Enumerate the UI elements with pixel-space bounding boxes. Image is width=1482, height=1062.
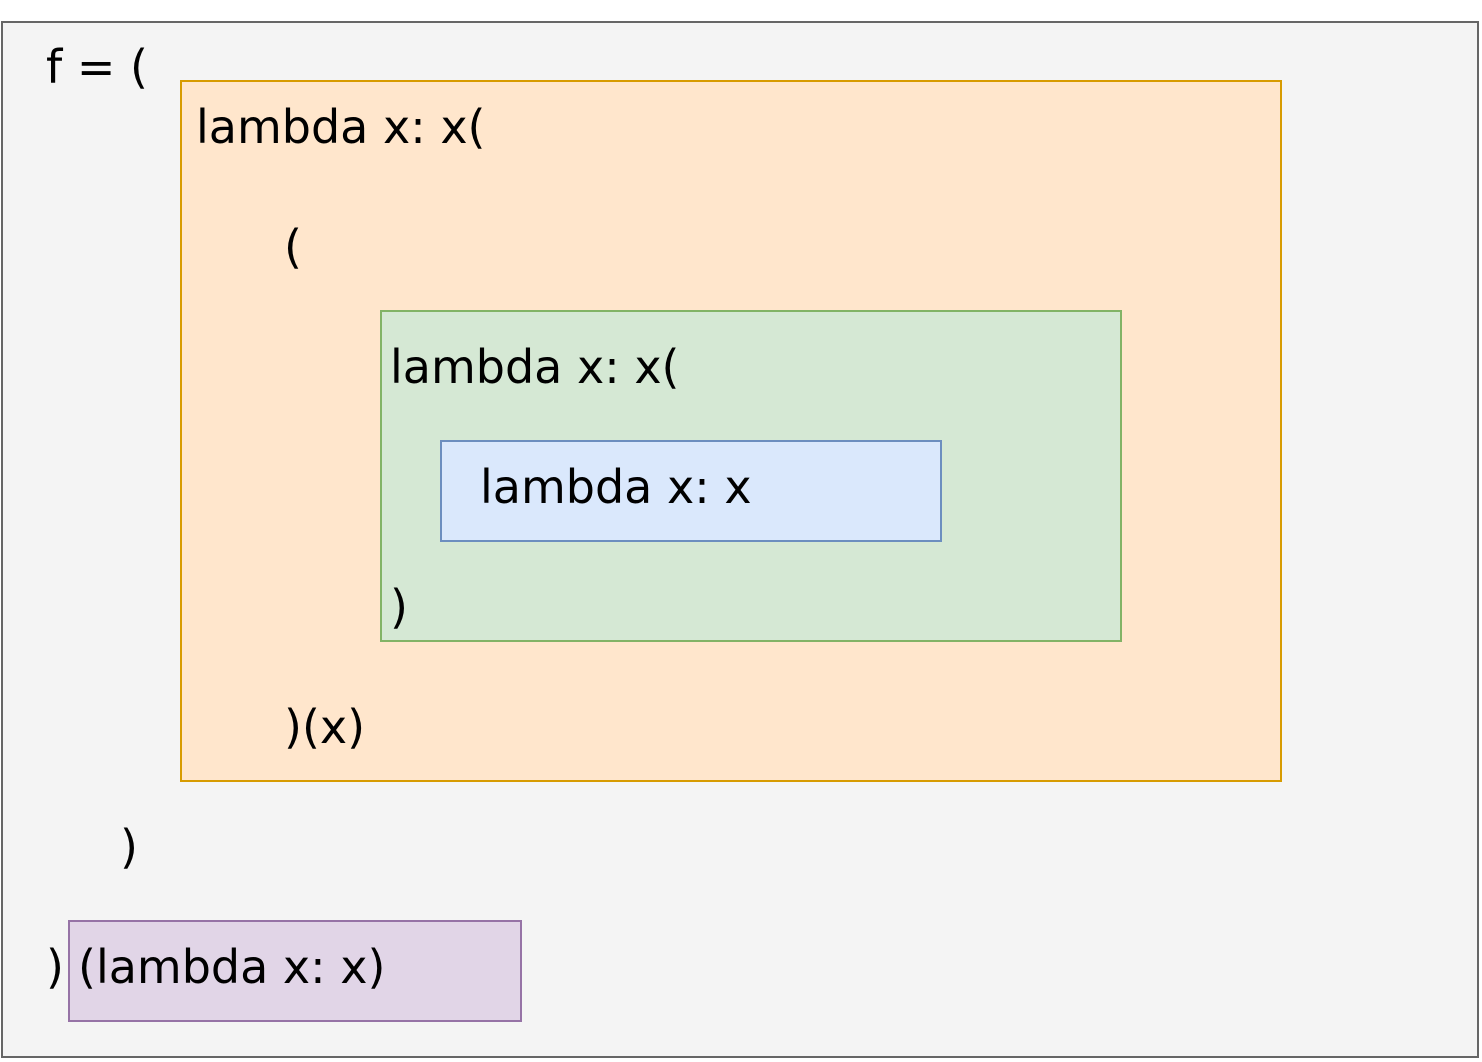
middle-close-paren-text: ) <box>390 580 408 634</box>
outer-lambda-text: lambda x: x( <box>196 100 486 154</box>
outer-apply-text: )(x) <box>284 700 366 754</box>
inner-lambda-text: lambda x: x <box>480 460 752 514</box>
inner-lambda-box <box>440 440 942 542</box>
f-assign-text: f = ( <box>46 40 148 94</box>
argument-box <box>68 920 522 1022</box>
f-close-paren-text: ) <box>120 820 138 874</box>
middle-lambda-text: lambda x: x( <box>390 340 680 394</box>
final-close-paren-text: ) <box>46 940 64 994</box>
outer-open-paren-text: ( <box>284 220 302 274</box>
argument-text: (lambda x: x) <box>78 940 386 994</box>
